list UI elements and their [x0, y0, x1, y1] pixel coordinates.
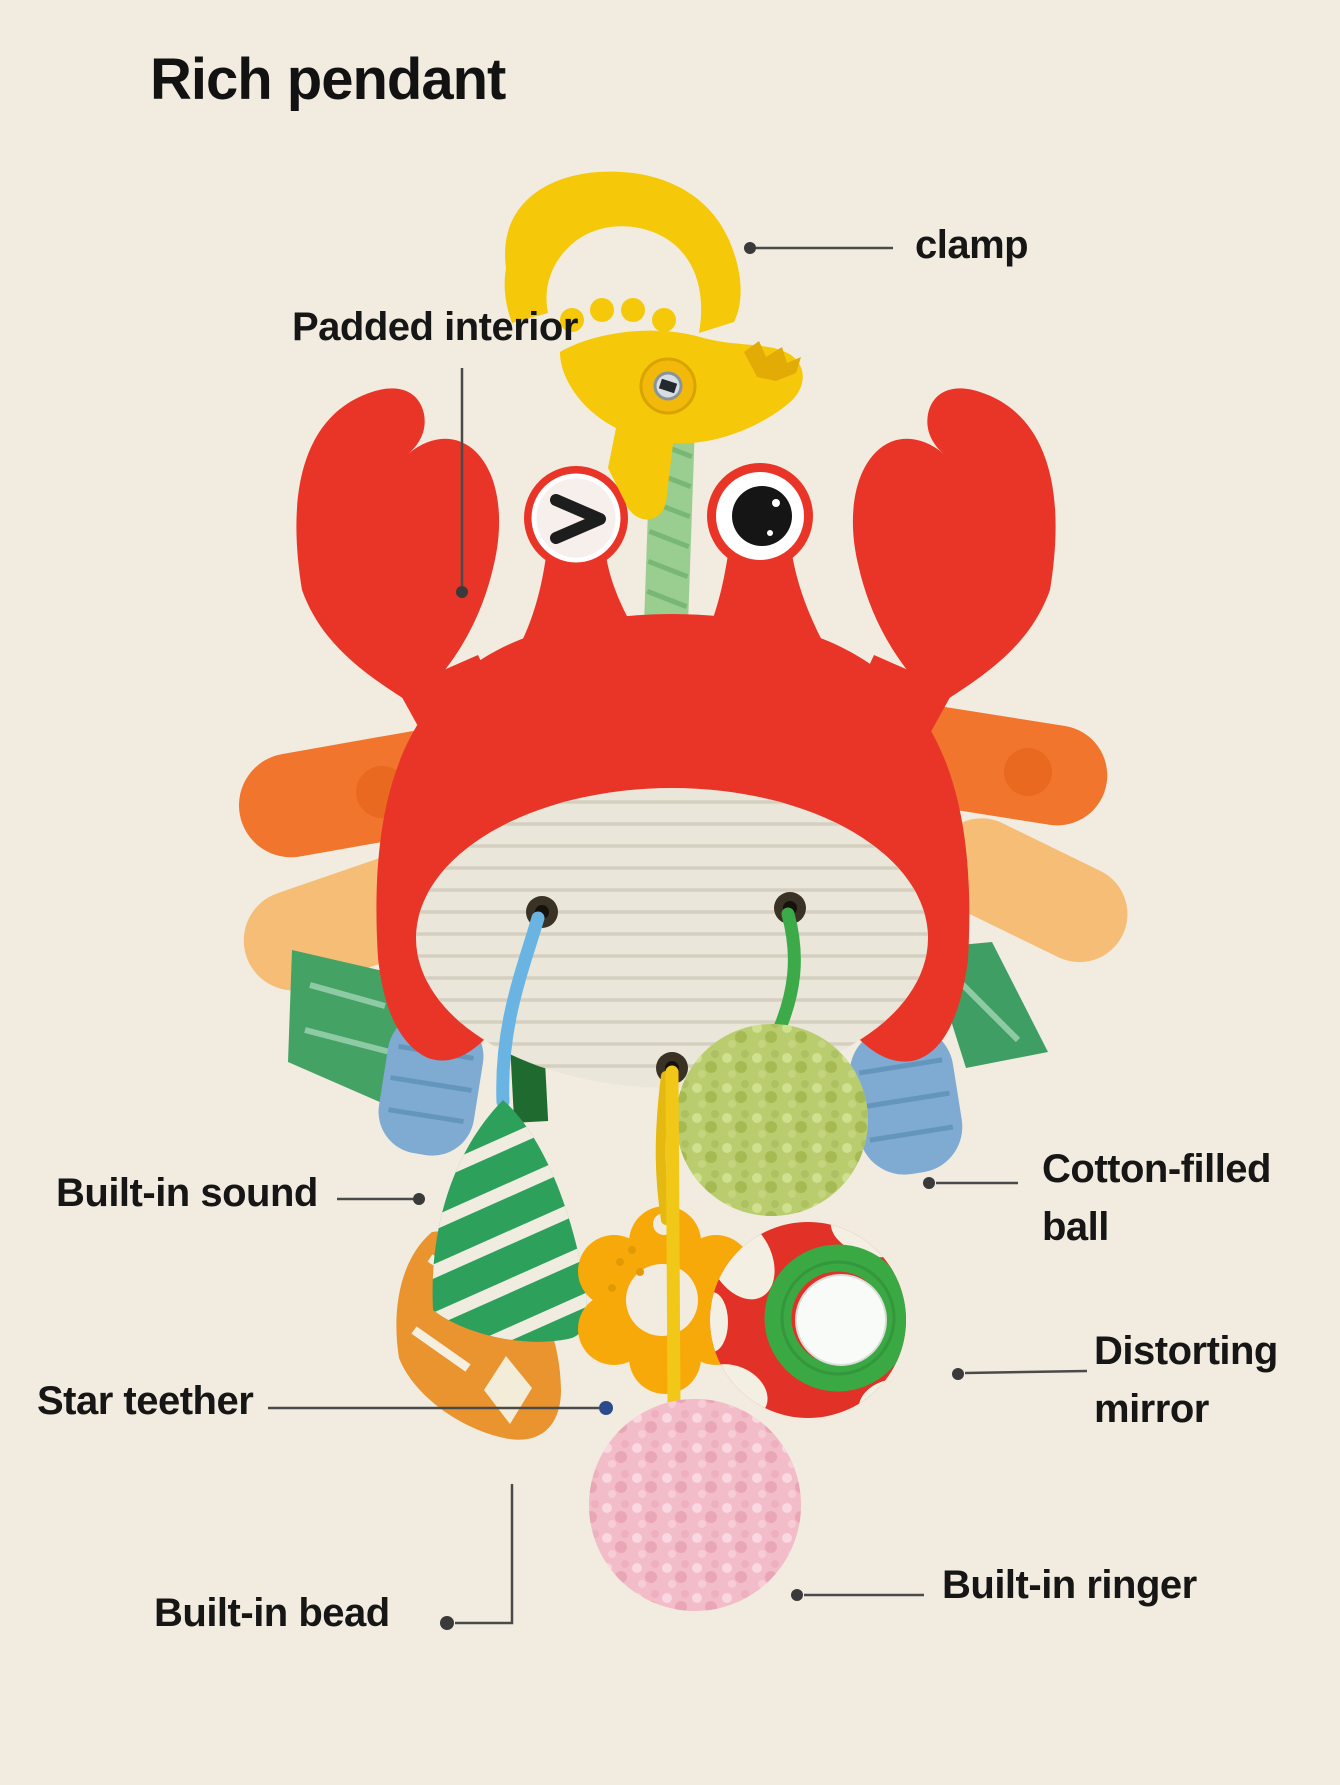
mirror-icon — [795, 1274, 887, 1366]
callout-distorting-mirror-line1: Distorting — [1094, 1329, 1278, 1373]
winking-eye-icon — [550, 494, 606, 544]
blue-cord — [496, 911, 545, 1109]
yellow-cord — [665, 1065, 681, 1409]
callout-cotton-filled-ball-line2: ball — [1042, 1205, 1109, 1249]
callout-built-in-bead: Built-in bead — [154, 1591, 390, 1635]
striped-triangle-rattle — [432, 1100, 587, 1342]
pink-ringer-ball — [589, 1399, 801, 1611]
clamp-leader-line — [744, 242, 893, 254]
star-teether — [578, 1206, 752, 1394]
callout-built-in-sound: Built-in sound — [56, 1171, 318, 1215]
callout-distorting-mirror-line2: mirror — [1094, 1387, 1209, 1431]
callout-built-in-ringer: Built-in ringer — [942, 1563, 1197, 1607]
built-in-bead-leader-line — [440, 1484, 514, 1630]
green-cord — [772, 907, 801, 1037]
callout-padded-interior: Padded interior — [292, 305, 578, 349]
distorting-mirror-ball — [710, 1222, 906, 1418]
padded-interior-leader-line — [456, 368, 468, 598]
built-in-ringer-leader-line — [791, 1589, 924, 1601]
clamp-icon — [504, 171, 803, 520]
corduroy-belly — [416, 788, 928, 1088]
callout-cotton-filled-ball: Cotton-filled ball — [1042, 1140, 1272, 1256]
distorting-mirror-leader-line — [952, 1368, 1088, 1380]
callout-clamp: clamp — [915, 223, 1029, 267]
callout-distorting-mirror: Distorting mirror — [1094, 1322, 1278, 1438]
star-teether-leader-line — [268, 1401, 613, 1415]
pupil-icon — [732, 486, 792, 546]
cotton-filled-ball-leader-line — [923, 1177, 1018, 1189]
yellow-cord — [655, 1071, 671, 1225]
callout-star-teether: Star teether — [37, 1379, 254, 1423]
callout-cotton-filled-ball-line1: Cotton-filled — [1042, 1147, 1272, 1191]
page-title: Rich pendant — [150, 47, 506, 112]
built-in-sound-leader-line — [337, 1193, 425, 1205]
cotton-filled-ball — [676, 1024, 868, 1216]
